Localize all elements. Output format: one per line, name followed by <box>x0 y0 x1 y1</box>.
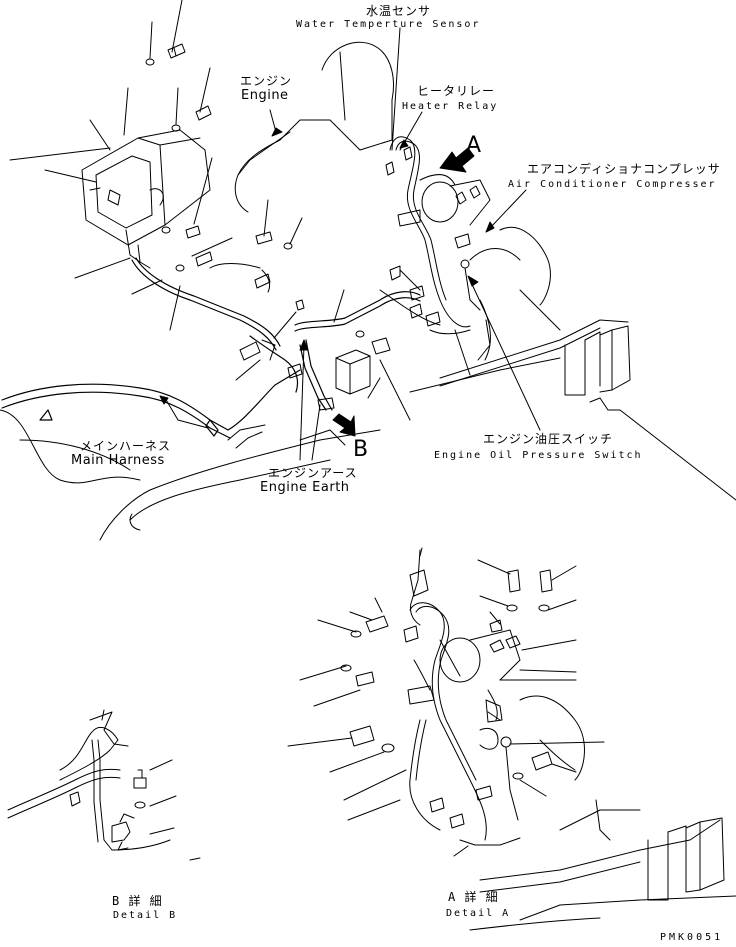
detail-b-title-jp: B 詳 細 <box>112 894 163 908</box>
leader-lines-upper <box>9 0 411 421</box>
water-temp-sensor-label-jp: 水温センサ <box>366 4 432 18</box>
oil-pressure-switch-label-en: Engine Oil Pressure Switch <box>434 450 643 461</box>
main-harness-label-en: Main Harness <box>71 453 165 468</box>
detail-a-drawing <box>403 549 736 931</box>
view-marker-b: B <box>353 437 369 462</box>
view-arrow-b <box>332 413 356 437</box>
bolt-group-top <box>145 43 391 355</box>
label-leaders-upper <box>159 27 541 461</box>
compressor-outline <box>421 179 561 376</box>
drawing-code: PMK0051 <box>660 932 724 943</box>
aircon-compressor-label-en: Air Conditioner Compresser <box>508 179 717 190</box>
engine-label-en: Engine <box>241 88 289 103</box>
heater-relay-label-jp: ヒータリレー <box>417 84 496 98</box>
chassis-lower <box>0 409 381 541</box>
detail-a-title-en: Detail A <box>446 908 511 919</box>
detail-a-fasteners <box>340 569 553 780</box>
heater-relay-wires <box>379 136 471 335</box>
engine-outline <box>234 41 394 213</box>
bracket-plate <box>81 129 211 269</box>
heater-relay-label-en: Heater Relay <box>402 101 499 112</box>
relay-box <box>209 263 371 411</box>
detail-b-title-en: Detail B <box>113 910 178 921</box>
aircon-compressor-label-jp: エアコンディショナコンプレッサ <box>527 162 721 176</box>
engine-label-jp: エンジン <box>240 74 293 88</box>
main-harness-label-jp: メインハーネス <box>80 439 172 453</box>
engine-earth-label-en: Engine Earth <box>260 480 350 495</box>
detail-a-upper-leader <box>419 547 423 557</box>
frame-beams <box>409 319 736 501</box>
oil-pressure-switch-label-jp: エンジン油圧スイッチ <box>483 432 614 446</box>
main-harness-wire <box>1 257 421 439</box>
detail-a-leaders <box>287 559 605 857</box>
view-marker-a: A <box>466 133 482 158</box>
water-temp-sensor-label-en: Water Temperture Sensor <box>296 19 481 30</box>
view-arrow-a <box>439 147 475 173</box>
detail-a-title-jp: A 詳 細 <box>448 890 499 904</box>
engine-earth-label-jp: エンジンアース <box>268 466 358 480</box>
detail-b-drawing <box>7 709 201 861</box>
